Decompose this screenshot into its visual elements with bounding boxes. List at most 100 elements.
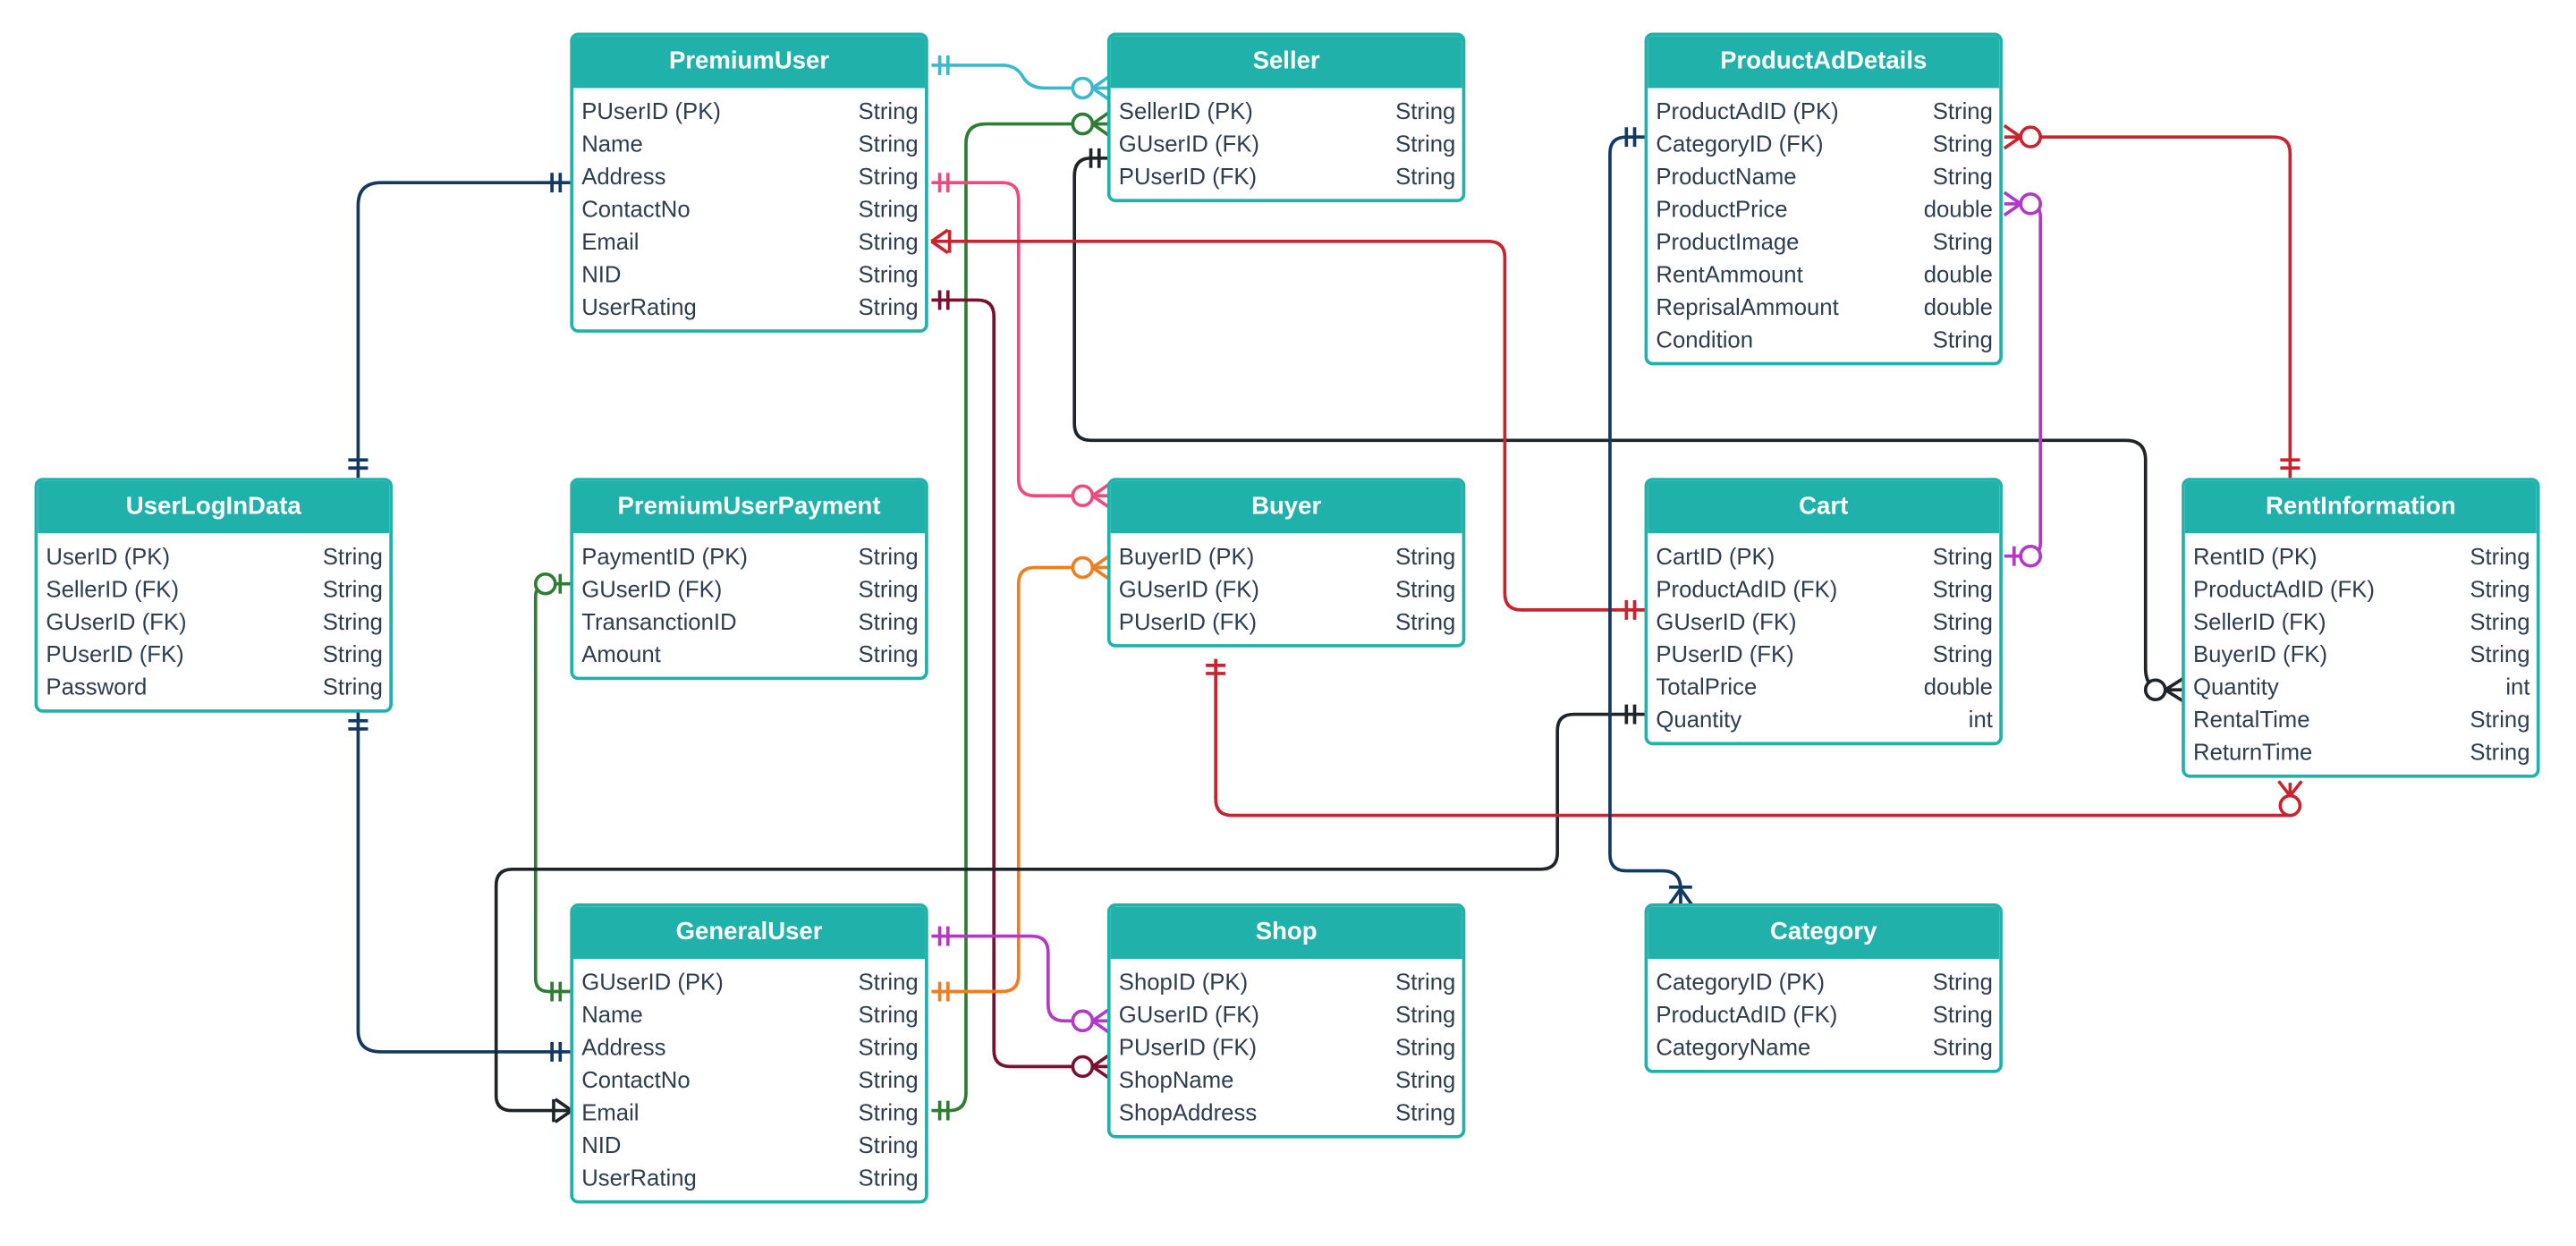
attribute-name: Email: [581, 228, 640, 255]
attribute-name: ReturnTime: [2192, 738, 2313, 766]
attribute-name: ProductImage: [1656, 228, 1800, 255]
attribute-type: String: [858, 1164, 919, 1191]
attribute-type: String: [858, 130, 919, 157]
rel-premiumuserpayment-generaluser[interactable]: [533, 572, 572, 1002]
attribute-type: String: [858, 1001, 919, 1028]
attribute-row: GUserID (FK)String: [1111, 127, 1462, 159]
attribute-row: GUserID (FK) String: [573, 572, 925, 605]
attribute-name: GUserID (FK): [46, 608, 187, 635]
rel-buyer-rentinformation[interactable]: [1206, 658, 2303, 818]
attribute-name: PaymentID (PK): [581, 543, 748, 570]
attribute-name: Amount: [581, 640, 661, 667]
attribute-type: String: [2470, 608, 2530, 635]
attribute-type: String: [858, 1066, 919, 1093]
rel-generaluser-shop[interactable]: [931, 926, 1110, 1034]
attribute-name: GUserID (FK): [581, 575, 723, 602]
rel-premiumuser-shop[interactable]: [931, 290, 1110, 1080]
attribute-type: String: [2470, 738, 2530, 766]
rel-cart-generaluser[interactable]: [494, 704, 1647, 1123]
attribute-type: String: [858, 575, 919, 602]
attribute-name: PUserID (FK): [1118, 163, 1258, 190]
attribute-type: String: [858, 1132, 919, 1158]
rel-userlogindata-generaluser[interactable]: [348, 710, 572, 1062]
attribute-name: PUserID (FK): [1118, 608, 1258, 635]
attribute-name: PUserID (FK): [1118, 1033, 1258, 1061]
attribute-type: int: [1968, 706, 1993, 733]
attribute-type: String: [1932, 608, 1993, 635]
attribute-name: GUserID (FK): [1118, 575, 1259, 602]
attribute-name: Quantity: [2192, 673, 2279, 700]
attribute-name: UserRating: [581, 293, 697, 320]
rel-premiumuser-cart[interactable]: [930, 228, 1647, 620]
rel-productaddetails-rentinformation[interactable]: [2003, 123, 2301, 479]
attribute-name: PUserID (FK): [46, 640, 184, 667]
attribute-type: String: [1395, 543, 1456, 570]
attribute-type: String: [858, 608, 919, 635]
rel-premiumuser-seller[interactable]: [931, 55, 1110, 101]
attribute-name: CartID (PK): [1656, 543, 1775, 570]
attribute-name: NID: [581, 260, 622, 287]
attribute-type: String: [858, 1098, 919, 1126]
attribute-name: ShopName: [1118, 1066, 1234, 1093]
attribute-row: GUserID (FK)String: [1111, 572, 1462, 605]
entity-title: PremiumUser: [573, 36, 926, 89]
attribute-type: String: [1932, 968, 1993, 996]
attribute-row: SellerID (PK)String: [1111, 95, 1462, 127]
attribute-row: CartID (PK) String: [1648, 539, 1999, 572]
rel-generaluser-buyer[interactable]: [931, 555, 1110, 1002]
entity-title: UserLogInData: [38, 480, 390, 534]
attribute-name: GUserID (FK): [1656, 608, 1797, 635]
attribute-name: CategoryID (PK): [1656, 968, 1826, 996]
attribute-type: String: [1932, 1033, 1993, 1061]
entity-title: RentInformation: [2184, 480, 2537, 534]
attribute-row: GUserID (FK)String: [38, 605, 389, 637]
attribute-row: PUserID (PK)String: [573, 95, 925, 127]
rel-generaluser-seller[interactable]: [931, 111, 1110, 1121]
rel-productaddetails-cart[interactable]: [2003, 191, 2043, 568]
attribute-name: GUserID (FK): [1118, 130, 1259, 157]
attribute-name: Address: [581, 1033, 666, 1061]
attribute-type: int: [2505, 673, 2530, 700]
attribute-type: String: [858, 968, 919, 996]
rel-productaddetails-category[interactable]: [1608, 127, 1694, 906]
attribute-name: NID: [581, 1132, 622, 1158]
attribute-row: PUserID (FK)String: [1648, 638, 1999, 670]
rel-premiumuser-buyer[interactable]: [931, 173, 1110, 509]
attribute-type: String: [1932, 543, 1993, 570]
rel-premiumuser-userlogindata[interactable]: [348, 173, 572, 479]
attribute-type: String: [2470, 640, 2530, 667]
attribute-row: GUserID (PK)String: [573, 965, 925, 997]
attribute-row: PUserID (FK)String: [1111, 160, 1462, 192]
attribute-row: CategoryID (FK)String: [1648, 127, 1999, 159]
attribute-row: ReturnTime String: [2185, 735, 2537, 767]
